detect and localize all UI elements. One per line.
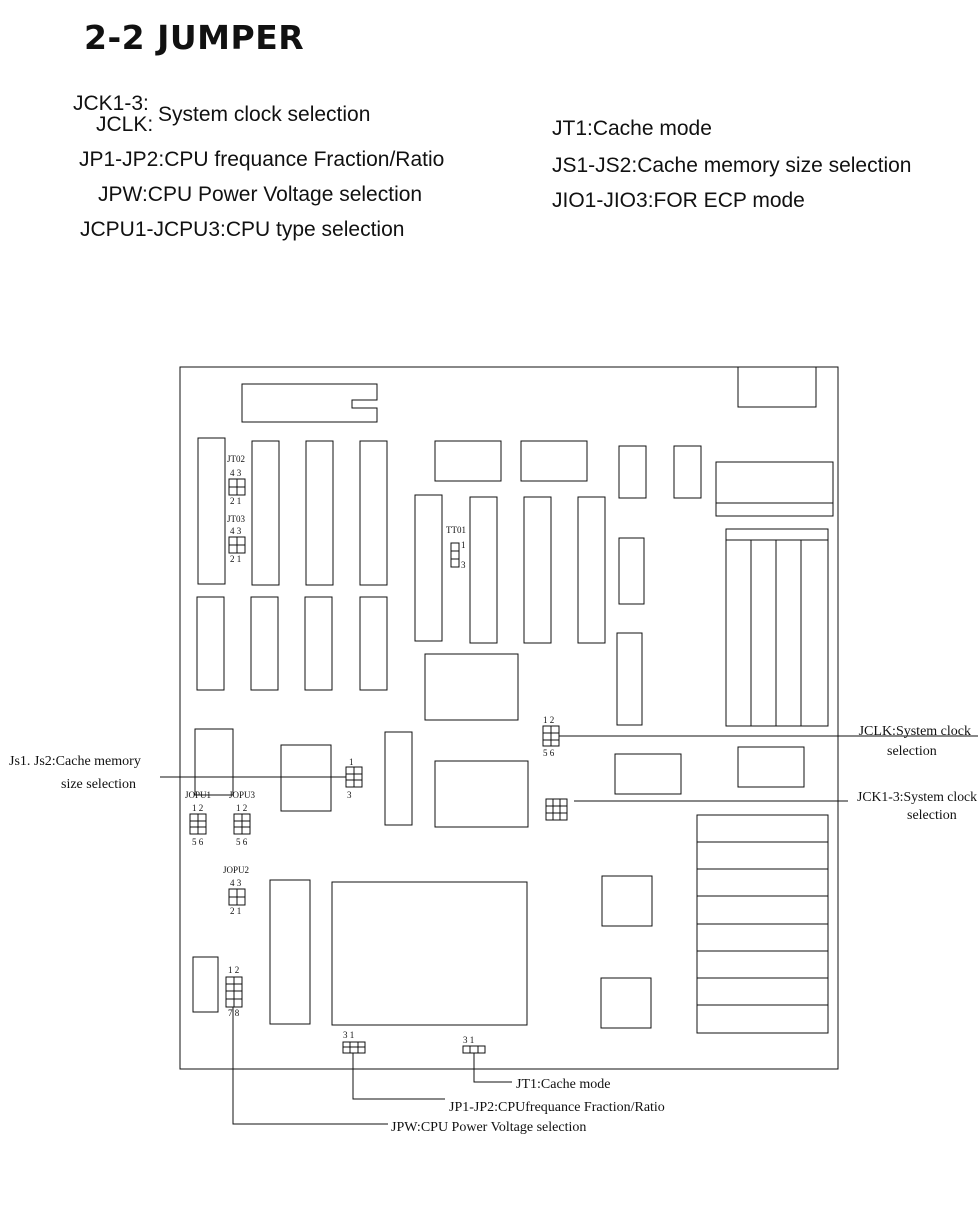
chip	[600, 977, 652, 1029]
callout-line-jt1	[473, 1053, 512, 1083]
callout-jck-line1: JCK1-3:System clock	[857, 790, 977, 805]
pin-number: 5 6	[192, 837, 204, 847]
pin-number: 1 2	[236, 803, 247, 813]
simm-slot	[304, 596, 333, 691]
chip	[520, 440, 588, 482]
pin-number: 5 6	[543, 748, 555, 758]
pin-number: 1 2	[192, 803, 203, 813]
callout-js-line1: Js1. Js2:Cache memory	[9, 754, 141, 769]
callout-js-line2: size selection	[61, 777, 136, 792]
jumper-label: JOPU1	[185, 790, 211, 800]
pin-number: 1 2	[543, 715, 554, 725]
legend-jt1: JT1:Cache mode	[552, 117, 712, 140]
chip	[618, 537, 645, 605]
chip	[280, 744, 332, 812]
callout-jp: JP1-JP2:CPUfrequance Fraction/Ratio	[449, 1100, 665, 1115]
callout-jclk-line1: JCLK:System clock	[859, 724, 971, 739]
pin-number: 4 3	[230, 878, 242, 888]
jumper-label: JOPU3	[229, 790, 256, 800]
jumper-jt1	[462, 1045, 486, 1054]
legend-jclk: JCLK:	[96, 113, 154, 136]
legend-js: JS1-JS2:Cache memory size selection	[552, 154, 912, 177]
chip	[577, 496, 606, 644]
jumper-jopu1	[189, 813, 207, 835]
simm-slot	[250, 596, 279, 691]
chip	[601, 875, 653, 927]
page-title: 2-2 JUMPER	[84, 18, 305, 57]
jumper-jopu3	[233, 813, 251, 835]
jumper-jck	[545, 798, 568, 821]
simm-slot	[251, 440, 280, 586]
legend-jio: JIO1-JIO3:FOR ECP mode	[552, 189, 805, 212]
chip	[192, 956, 219, 1013]
pin-number: 4 3	[230, 468, 242, 478]
pin-number: 1	[349, 757, 354, 767]
simm-slot	[197, 437, 226, 585]
jumper-jp	[342, 1041, 366, 1054]
simm-slot	[359, 596, 388, 691]
pin-number: 5 6	[236, 837, 248, 847]
expansion-slots	[725, 528, 829, 727]
callout-jclk-line2: selection	[887, 744, 937, 759]
chip	[523, 496, 552, 644]
jumper-label: TT01	[446, 525, 466, 535]
simm-slot	[305, 440, 334, 586]
pin-number: 2 1	[230, 906, 241, 916]
io-connector	[715, 461, 834, 517]
pin-number: 7 8	[228, 1008, 240, 1018]
pin-number: 3	[347, 790, 352, 800]
jumper-label: JT03	[227, 514, 246, 524]
callout-jpw: JPW:CPU Power Voltage selection	[391, 1120, 586, 1135]
chip	[269, 879, 311, 1025]
jumper-js	[345, 766, 363, 788]
callout-jck-line2: selection	[907, 808, 957, 823]
jumper-label: JOPU2	[223, 865, 249, 875]
pin-number: 2 1	[230, 496, 241, 506]
pin-number: 2 1	[230, 554, 241, 564]
chip	[673, 445, 702, 499]
chip	[618, 445, 647, 499]
callout-jt1: JT1:Cache mode	[516, 1077, 610, 1092]
chip	[469, 496, 498, 644]
simm-slot	[359, 440, 388, 586]
top-right-connector	[737, 366, 817, 408]
jumper-jpw	[225, 976, 243, 1008]
pin-number: 3 1	[463, 1035, 474, 1045]
simm-slot	[196, 596, 225, 691]
jumper-jopu2	[228, 888, 246, 906]
legend-jp: JP1-JP2:CPU frequance Fraction/Ratio	[79, 148, 445, 171]
pin-number: 1	[461, 540, 466, 550]
jumper-jclk	[542, 725, 560, 747]
legend-jcpu: JCPU1-JCPU3:CPU type selection	[80, 218, 405, 241]
legend-jck: JCK1-3:	[73, 92, 149, 115]
jumper-jt03	[228, 536, 246, 554]
board-outline	[179, 366, 839, 1070]
pin-number: 3 1	[343, 1030, 354, 1040]
callout-line-jp	[352, 1053, 445, 1100]
legend-system-clock: System clock selection	[158, 103, 371, 126]
chip	[614, 753, 682, 795]
pin-number: 4 3	[230, 526, 242, 536]
top-connector	[241, 383, 378, 423]
pin-number: 3	[461, 560, 466, 570]
chip	[434, 440, 502, 482]
legend-jpw: JPW:CPU Power Voltage selection	[98, 183, 423, 206]
jumper-label: JT02	[227, 454, 245, 464]
jumper-jt02	[228, 478, 246, 496]
cpu-socket	[331, 881, 528, 1026]
jumper-tt01	[450, 542, 460, 568]
chip	[434, 760, 529, 828]
chip	[194, 728, 234, 796]
chip	[414, 494, 443, 642]
chip	[424, 653, 519, 721]
chip	[737, 746, 805, 788]
callout-line-jpw	[232, 1007, 388, 1125]
chip	[384, 731, 413, 826]
pin-number: 1 2	[228, 965, 239, 975]
chip	[616, 632, 643, 726]
